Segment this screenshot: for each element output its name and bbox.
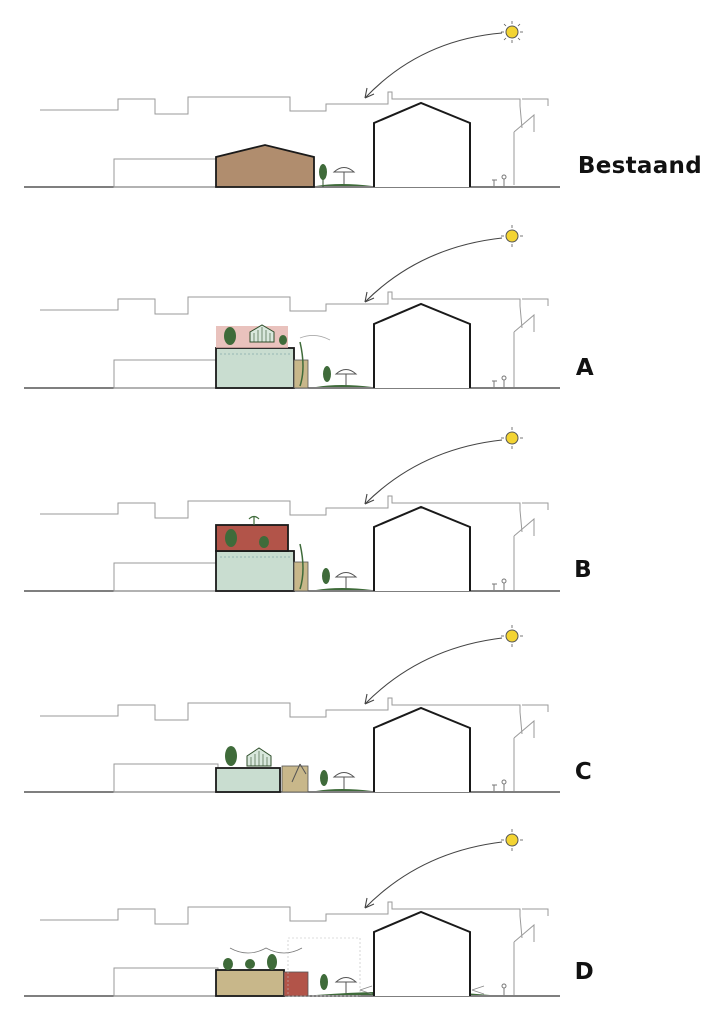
section-drawing-c xyxy=(24,625,560,793)
panel-label: D xyxy=(574,959,594,985)
sun-icon xyxy=(501,427,523,449)
main-house xyxy=(373,706,471,792)
panel-d: D xyxy=(0,808,724,1012)
person-icon xyxy=(492,578,507,590)
string-lights xyxy=(229,947,303,954)
background-skyline xyxy=(40,91,549,129)
sun-icon xyxy=(501,829,523,851)
sun-icon xyxy=(501,225,523,247)
tan-volume xyxy=(215,969,285,997)
panel-a: A xyxy=(0,202,724,406)
neighbour-low-building xyxy=(113,562,219,592)
tree-icon xyxy=(319,164,327,187)
panel-bestaand: Bestaand xyxy=(0,0,724,204)
main-house xyxy=(373,302,471,388)
neighbour-low-building xyxy=(113,359,219,389)
section-drawing-d xyxy=(24,829,560,997)
sun-path-arrow xyxy=(364,237,503,303)
section-drawing-b xyxy=(24,427,560,592)
sun-icon xyxy=(501,625,523,647)
sun-path-arrow xyxy=(364,439,503,505)
tree-icon xyxy=(225,529,330,584)
tree-icon xyxy=(225,746,328,786)
neighbour-low-building xyxy=(113,763,219,793)
side-volume xyxy=(293,359,309,389)
parasol-icon xyxy=(332,167,356,186)
person-icon xyxy=(492,779,507,791)
section-drawing-a xyxy=(24,225,560,389)
garden-grass xyxy=(316,789,372,791)
person-icon xyxy=(492,375,507,387)
main-house xyxy=(373,910,471,996)
neighbour-low-building xyxy=(113,158,219,188)
greenhouse-volume xyxy=(215,550,295,592)
tree-icon xyxy=(224,327,331,382)
red-volume xyxy=(283,971,309,997)
garden-grass xyxy=(316,385,372,387)
person-icon xyxy=(492,174,507,186)
panel-label: C xyxy=(574,759,592,785)
sun-path-arrow xyxy=(364,841,503,909)
panel-label: A xyxy=(575,355,594,381)
garden-grass xyxy=(316,184,372,186)
sun-path-arrow xyxy=(364,637,503,705)
garden-grass xyxy=(316,588,372,590)
side-volume xyxy=(293,561,309,592)
greenhouse-icon xyxy=(246,747,272,767)
panel-b: B xyxy=(0,404,724,608)
existing-building xyxy=(215,144,315,188)
parasol-icon xyxy=(334,572,358,590)
neighbour-low-building xyxy=(113,967,219,997)
background-skyline xyxy=(40,697,549,735)
panel-label: B xyxy=(574,557,592,583)
background-skyline xyxy=(40,901,549,939)
tree-icon xyxy=(223,954,328,990)
sun-icon xyxy=(501,21,523,43)
section-drawing-bestaand xyxy=(24,21,560,188)
parasol-icon xyxy=(332,772,356,791)
parasol-icon xyxy=(334,977,358,995)
main-house xyxy=(373,101,471,187)
panel-c: C xyxy=(0,606,724,810)
sun-path-arrow xyxy=(364,32,503,99)
greenhouse-volume xyxy=(215,347,295,389)
parasol-icon xyxy=(334,369,358,387)
background-skyline xyxy=(40,495,549,533)
panel-label: Bestaand xyxy=(577,153,702,179)
background-skyline xyxy=(40,291,549,329)
greenhouse-icon xyxy=(249,324,275,343)
person-icon xyxy=(501,983,507,995)
main-house xyxy=(373,505,471,591)
greenhouse-volume xyxy=(215,767,281,793)
